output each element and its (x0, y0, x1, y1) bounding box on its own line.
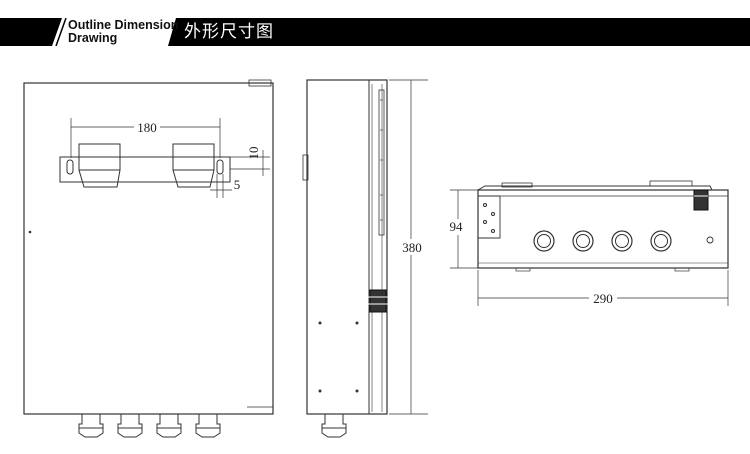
dim-180-label: 180 (137, 120, 157, 135)
front-view-enclosure (23, 82, 274, 415)
dim-10-label: 10 (246, 147, 261, 160)
cable-glands-front (78, 413, 221, 438)
bottom-latch (693, 189, 709, 211)
cable-gland (117, 413, 143, 438)
title-bar-background (0, 18, 750, 46)
bracket-slot-right (216, 159, 224, 175)
title-english-line2: Drawing (68, 31, 118, 45)
side-latch (369, 289, 387, 313)
cable-gland (78, 413, 104, 438)
front-view (23, 79, 274, 438)
side-view-enclosure (306, 79, 388, 415)
cable-gland (156, 413, 182, 438)
bracket-slot-left (66, 159, 74, 175)
bottom-view (450, 180, 729, 306)
title-chinese: 外形尺寸图 (184, 22, 274, 42)
dim-290-label: 290 (593, 291, 613, 306)
bracket-plate (59, 156, 231, 183)
cable-glands-bottom (533, 230, 672, 252)
bottom-view-enclosure (477, 189, 729, 269)
dim-5-label: 5 (234, 177, 241, 192)
vent-plug (706, 236, 714, 244)
cable-gland (572, 230, 594, 252)
cable-gland (611, 230, 633, 252)
cable-gland (195, 413, 221, 438)
cable-gland (533, 230, 555, 252)
side-view (302, 79, 428, 438)
cable-gland (650, 230, 672, 252)
title-bar: Outline Dimension Drawing 外形尺寸图 (0, 18, 750, 46)
title-english: Outline Dimension Drawing (68, 19, 178, 45)
dim-94-label: 94 (450, 219, 464, 234)
cable-gland-side (321, 413, 347, 438)
title-english-line1: Outline Dimension (68, 18, 179, 32)
dim-380-label: 380 (402, 240, 422, 255)
mounting-bracket (59, 143, 231, 188)
